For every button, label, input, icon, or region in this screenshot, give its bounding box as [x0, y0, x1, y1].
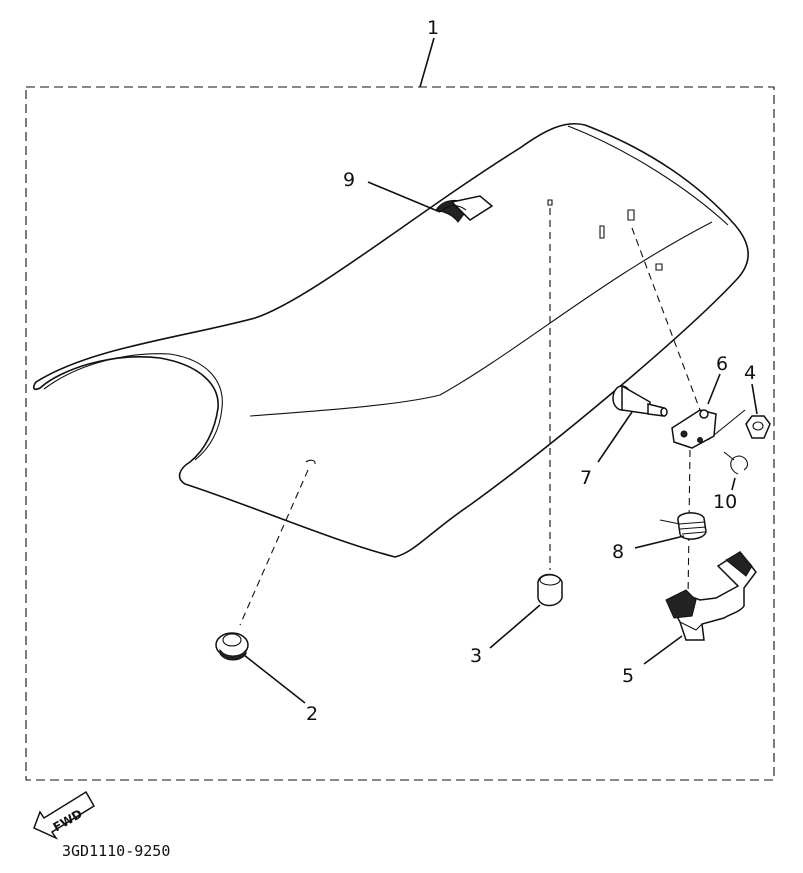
- leader-9: [367, 181, 441, 213]
- part-7-bolt: [612, 384, 668, 417]
- part-4-nut: [745, 415, 771, 439]
- part-8-spring: [659, 512, 707, 540]
- seat-body: [33, 123, 749, 558]
- leader-4: [751, 383, 758, 415]
- callout-10: 10: [713, 491, 737, 513]
- part-6-bracket: [671, 409, 717, 449]
- drawing-code: 3GD1110-9250: [62, 842, 170, 860]
- part-10-clip: [723, 451, 749, 475]
- callout-7: 7: [580, 467, 592, 489]
- part-5-lock-hook: [665, 551, 757, 641]
- part-2-damper: [215, 632, 249, 661]
- callout-4: 4: [744, 362, 756, 384]
- leader-2: [243, 654, 306, 704]
- leader-1: [419, 37, 435, 88]
- callout-5: 5: [622, 665, 634, 687]
- callout-6: 6: [716, 353, 728, 375]
- leader-10: [731, 477, 736, 491]
- callout-3: 3: [470, 645, 482, 667]
- part-3-damper: [537, 573, 563, 607]
- leader-5: [643, 635, 683, 665]
- callout-1: 1: [427, 17, 439, 39]
- leader-8: [634, 535, 685, 549]
- callout-2: 2: [306, 703, 318, 725]
- callout-8: 8: [612, 541, 624, 563]
- axis-part-6: [631, 227, 701, 411]
- fwd-arrow-icon: FWD: [33, 790, 96, 840]
- axis-part-2: [239, 469, 309, 626]
- leader-3: [489, 604, 541, 649]
- callout-9: 9: [343, 169, 355, 191]
- assembly-frame: [25, 86, 775, 781]
- leader-6: [707, 373, 721, 405]
- leader-7: [597, 411, 633, 463]
